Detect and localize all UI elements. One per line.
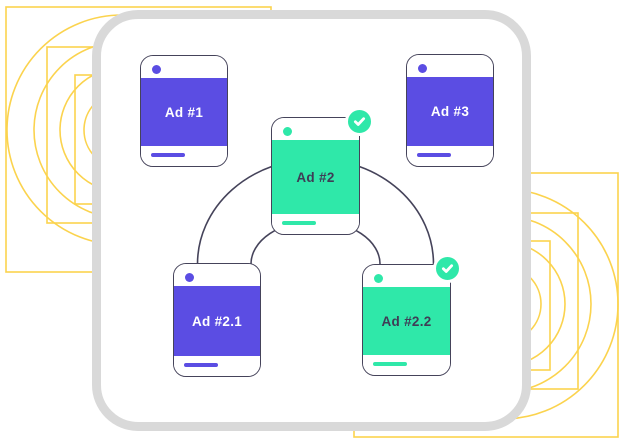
check-badge [345,107,374,136]
card-label: Ad #2.2 [381,313,432,329]
card-label: Ad #2.1 [191,313,243,329]
footer-bar [184,363,218,367]
check-badge [433,254,462,283]
footer-bar [151,153,185,157]
status-dot-icon [374,274,383,283]
check-icon [353,117,366,126]
status-dot-icon [152,65,161,74]
card-footer [141,146,227,166]
card-header [407,55,493,77]
card-body: Ad #1 [141,78,227,146]
status-dot-icon [283,127,292,136]
check-icon [441,264,454,273]
card-header [363,265,450,287]
card-footer [407,146,493,166]
footer-bar [282,221,316,225]
ad-card-1: Ad #1 [140,55,228,167]
ad-card-2-2: Ad #2.2 [362,264,451,376]
card-footer [363,355,450,375]
card-header [141,56,227,78]
card-footer [174,356,260,376]
card-footer [272,214,359,234]
status-dot-icon [185,273,194,282]
card-body: Ad #3 [407,77,493,146]
card-body: Ad #2.2 [363,287,450,355]
card-header [174,264,260,286]
card-body: Ad #2.1 [174,286,260,356]
ad-card-3: Ad #3 [406,54,494,167]
card-body: Ad #2 [272,140,359,214]
card-label: Ad #2 [296,169,335,185]
card-header [272,118,359,140]
footer-bar [417,153,451,157]
ad-card-2: Ad #2 [271,117,360,235]
card-label: Ad #3 [430,104,470,119]
footer-bar [373,362,407,366]
ad-card-2-1: Ad #2.1 [173,263,261,377]
status-dot-icon [418,64,427,73]
card-label: Ad #1 [164,104,204,120]
